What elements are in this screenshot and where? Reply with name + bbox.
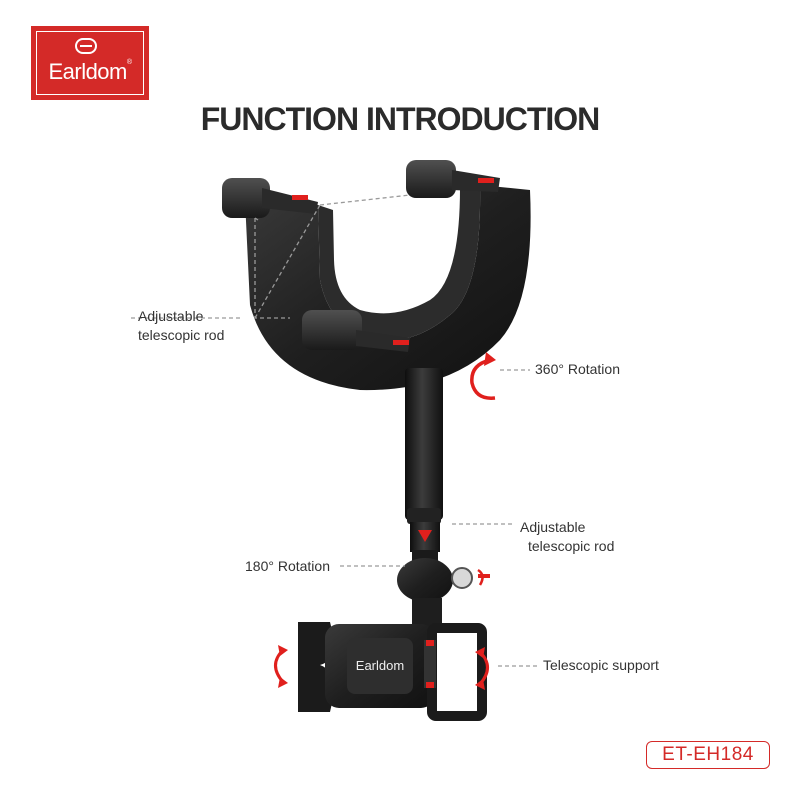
earldom-logo: Earldom®	[31, 26, 149, 100]
ball-joint	[397, 558, 453, 602]
bottom-rod	[356, 330, 410, 352]
telescopic-bar	[424, 640, 436, 688]
u-clamp-inner	[318, 185, 481, 341]
clamp-logo-plate	[347, 638, 413, 694]
rod-down-arrow	[418, 530, 432, 542]
right-adjust-icon	[475, 647, 489, 690]
u-clamp	[222, 160, 531, 391]
page-title: FUNCTION INTRODUCTION	[200, 101, 601, 137]
feature-adjustable-rod-top: Adjustable telescopic rod	[138, 307, 224, 345]
clamp-logo-text: Earldom	[355, 658, 405, 673]
feature-label-line1: Adjustable	[520, 519, 586, 535]
bottom-pad	[302, 310, 362, 350]
rotation-360-icon	[470, 352, 496, 400]
joint-knob	[451, 567, 473, 589]
left-adjust-icon	[274, 645, 288, 688]
top-right-rod	[452, 170, 500, 192]
top-left-rod	[262, 188, 318, 214]
clamp-left-jaw	[298, 622, 334, 712]
registered-mark: ®	[126, 59, 132, 66]
phone-clamp	[298, 622, 487, 721]
feature-label-line1: Adjustable	[138, 308, 204, 324]
rod-collar	[407, 508, 441, 524]
logo-brand-name: Earldom	[48, 59, 127, 84]
top-right-pad	[406, 160, 456, 198]
feature-180-rotation: 180° Rotation	[245, 558, 330, 574]
callout-lines-top	[130, 194, 411, 319]
top-left-red-mark	[292, 195, 308, 200]
feature-telescopic-support: Telescopic support	[543, 657, 659, 673]
feature-adjustable-rod-lower: Adjustable telescopic rod	[520, 518, 614, 556]
logo-e-icon	[75, 38, 97, 54]
model-number-badge: ET-EH184	[646, 741, 770, 769]
bottom-red-mark	[393, 340, 409, 345]
main-rod	[405, 368, 443, 520]
clamp-red-mark-top	[426, 640, 434, 646]
top-left-pad	[222, 178, 270, 218]
feature-label-line2: telescopic rod	[528, 538, 615, 554]
logo-border	[36, 31, 144, 95]
feature-label-line2: telescopic rod	[138, 327, 225, 343]
clamp-red-mark-bottom	[426, 682, 434, 688]
clamp-right-jaw	[427, 623, 487, 721]
top-right-red-mark	[478, 178, 494, 183]
feature-360-rotation: 360° Rotation	[535, 361, 620, 377]
